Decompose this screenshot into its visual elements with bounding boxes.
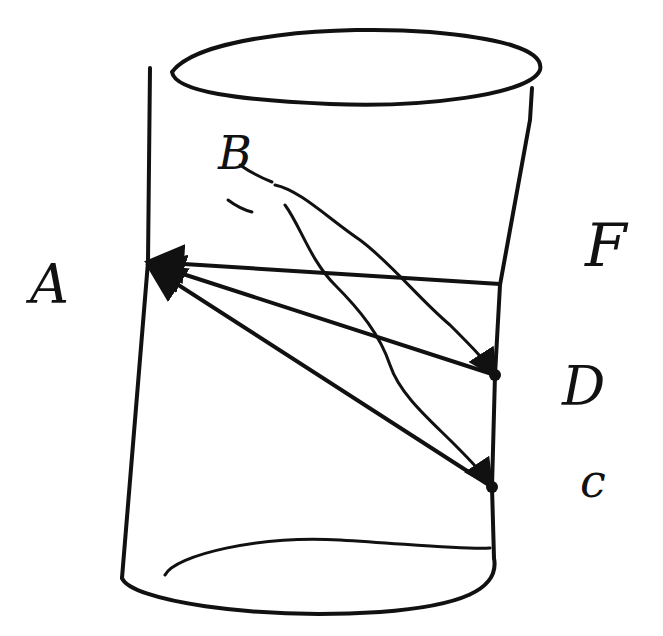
- line-ac: [152, 268, 492, 487]
- bottom-back: [165, 539, 490, 575]
- bottom-curve: [122, 558, 495, 614]
- b-tick: [228, 200, 252, 212]
- point-label: D: [562, 360, 605, 414]
- point-d: [489, 369, 501, 381]
- point-label: F: [585, 215, 627, 275]
- point-label: c: [580, 458, 606, 504]
- right-side: [492, 88, 532, 558]
- left-side: [122, 68, 150, 578]
- path-bc: [285, 205, 490, 484]
- point-c: [486, 481, 498, 493]
- top-ellipse: [172, 30, 540, 105]
- point-label: A: [30, 258, 69, 312]
- path-bd: [275, 185, 494, 374]
- point-label: B: [218, 130, 252, 176]
